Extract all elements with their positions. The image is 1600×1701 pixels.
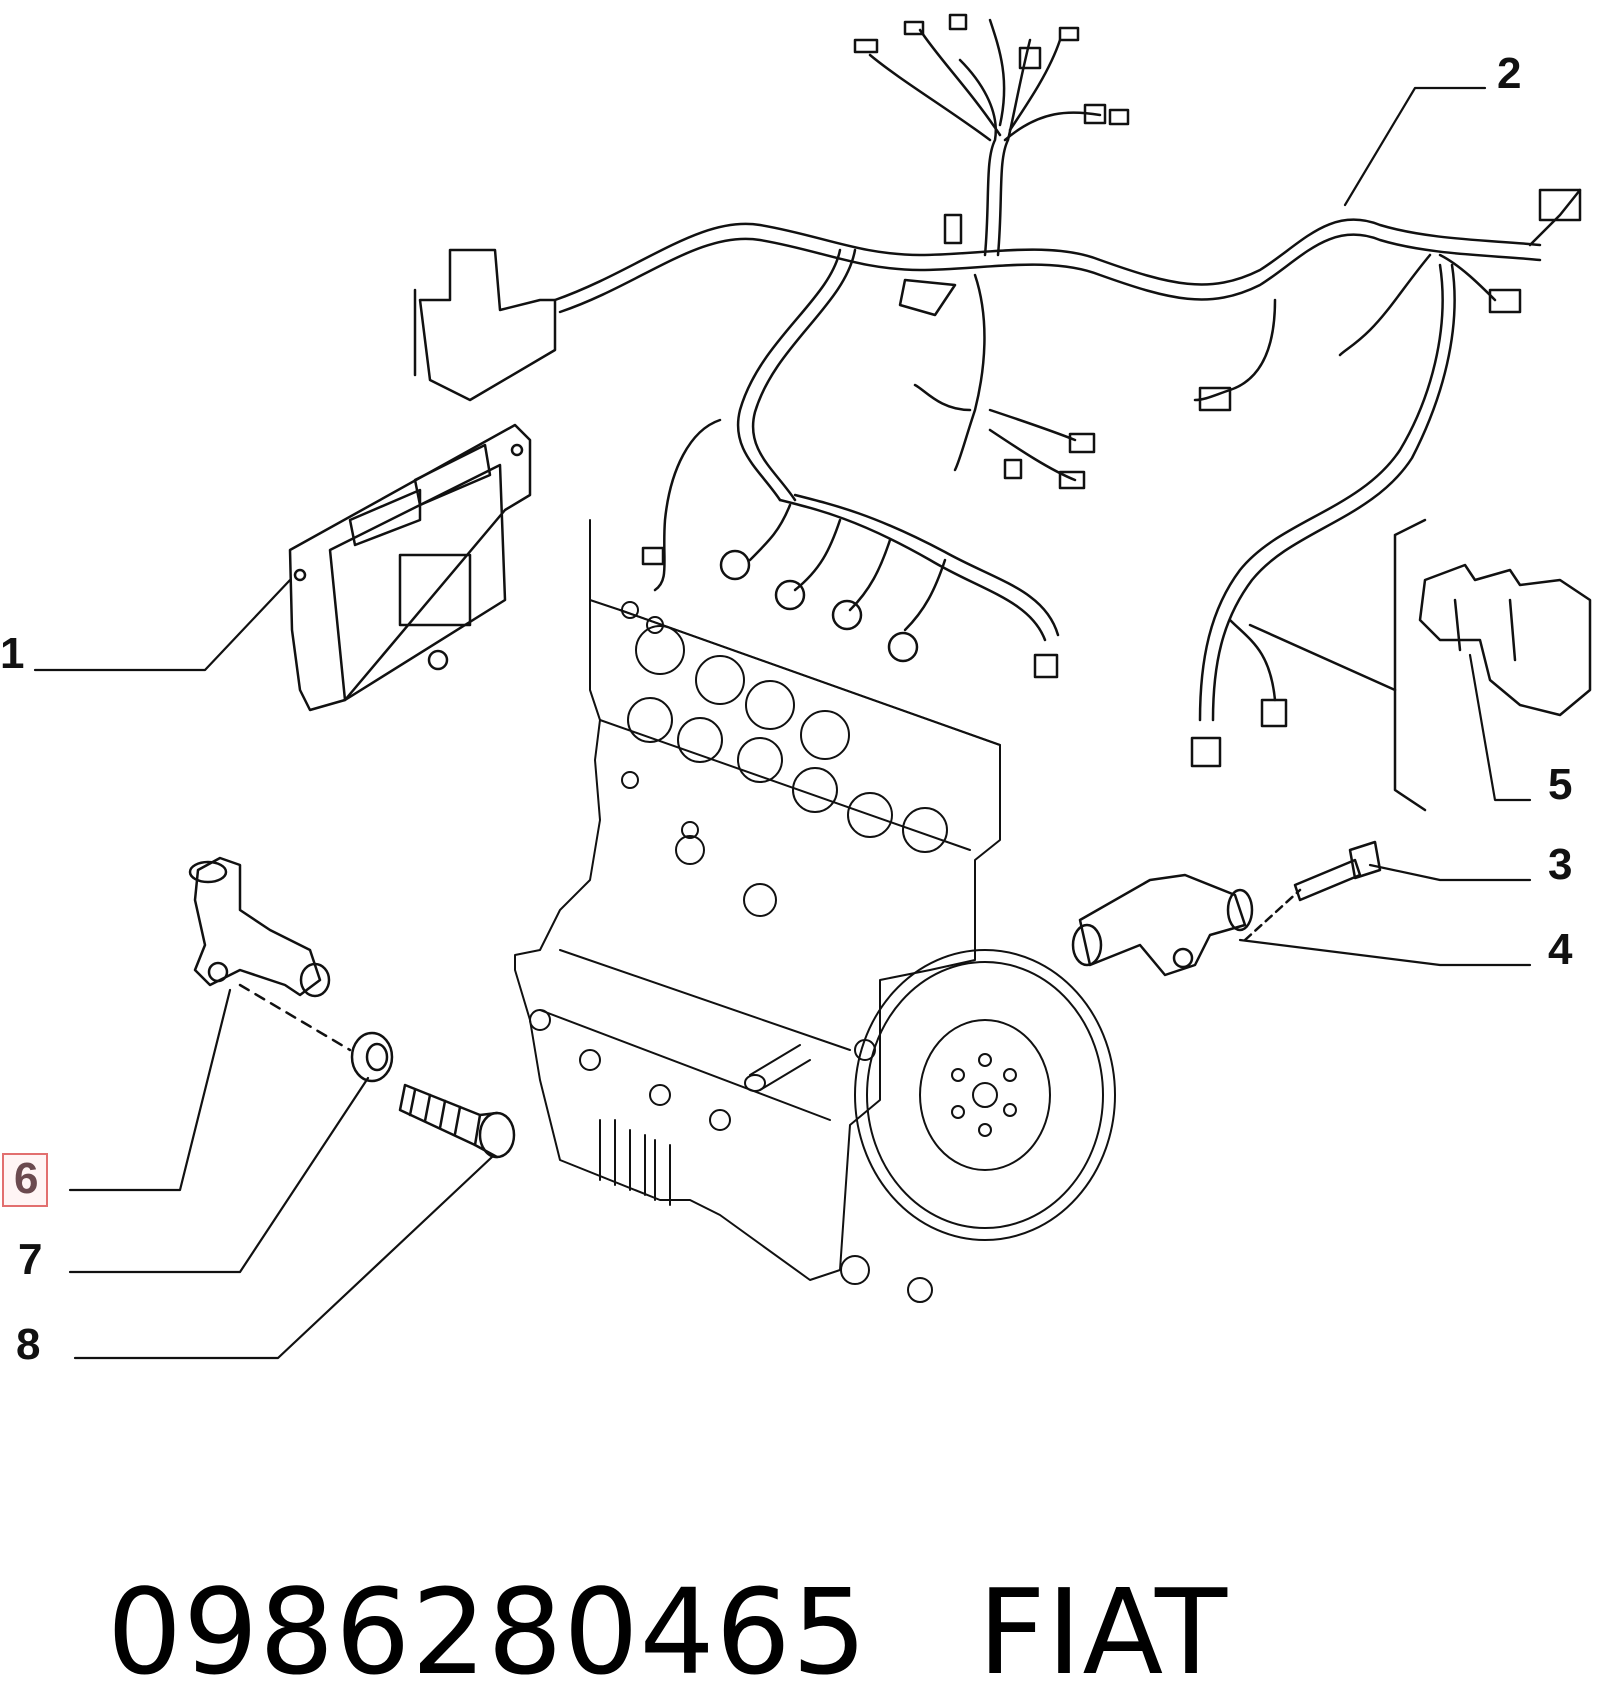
- ecu-module: [288, 423, 532, 712]
- callout-3: 3: [1548, 840, 1573, 889]
- callout-6-highlighted[interactable]: 6: [2, 1153, 49, 1207]
- brand-name: FIAT: [977, 1563, 1229, 1701]
- engine-parts-diagram: [33, 13, 1592, 1360]
- callout-2: 2: [1497, 49, 1522, 98]
- wiring-harness: [413, 13, 1582, 768]
- callout-5: 5: [1548, 760, 1573, 809]
- camshaft-sensor[interactable]: [188, 856, 352, 1052]
- callout-7: 7: [18, 1235, 43, 1284]
- part-number: 0986280465: [107, 1563, 868, 1701]
- leader-lines: [33, 86, 1532, 1360]
- callout-8: 8: [16, 1320, 41, 1369]
- part-caption: 0986280465 FIAT: [30, 1425, 1338, 1701]
- engine-block: [514, 519, 1116, 1303]
- callout-4: 4: [1548, 925, 1573, 974]
- washer: [350, 1031, 394, 1083]
- harness-clip: [1248, 518, 1592, 812]
- sensor-screw-3: [1243, 840, 1382, 942]
- callout-1: 1: [0, 629, 25, 678]
- bolt: [398, 1083, 516, 1159]
- crankshaft-sensor: [1071, 873, 1254, 977]
